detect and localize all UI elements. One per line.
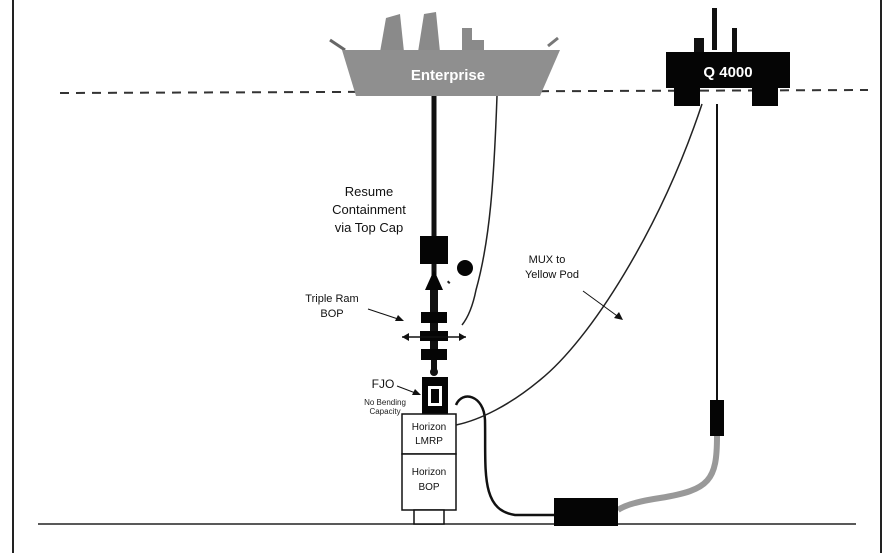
fjo-label: FJO xyxy=(372,377,395,391)
resume-label-2: Containment xyxy=(332,202,406,217)
q4000-vessel: Q 4000 xyxy=(666,8,790,106)
subsea-manifold xyxy=(554,498,618,526)
no-bending-label-1: No Bending xyxy=(364,398,406,407)
top-cap xyxy=(420,236,448,264)
resume-label-3: via Top Cap xyxy=(335,220,403,235)
bop-label-2: BOP xyxy=(418,482,439,493)
ram-1 xyxy=(421,312,447,323)
enterprise-hose xyxy=(461,95,498,326)
enterprise-label: Enterprise xyxy=(411,67,485,84)
bop-umbilical xyxy=(454,395,554,517)
q4000-label: Q 4000 xyxy=(703,64,752,81)
ram-2 xyxy=(420,331,448,341)
wellhead xyxy=(413,509,445,525)
triple-ram-label-1: Triple Ram xyxy=(305,293,358,305)
resume-label-1: Resume xyxy=(345,184,393,199)
mux-label-1: MUX to xyxy=(529,254,566,266)
capping-triangle xyxy=(425,270,443,290)
triple-ram-label-2: BOP xyxy=(320,308,343,320)
mux-label-2: Yellow Pod xyxy=(525,269,579,281)
no-bending-label-2: Capacity xyxy=(369,407,400,416)
mux-pointer xyxy=(582,290,621,319)
bop-label-1: Horizon xyxy=(412,467,446,478)
horizon-lmrp-box xyxy=(401,413,457,455)
mux-line xyxy=(455,103,703,426)
ram-3 xyxy=(421,349,447,360)
q4000-hose xyxy=(616,435,720,513)
capping-ball xyxy=(457,260,473,276)
q4000-riser-block xyxy=(710,400,724,436)
triple-ram-pointer xyxy=(367,308,402,321)
horizon-bop-box xyxy=(401,453,457,511)
lmrp-label-2: LMRP xyxy=(415,436,443,447)
lmrp-label-1: Horizon xyxy=(412,422,446,433)
enterprise-vessel: Enterprise xyxy=(329,12,560,96)
